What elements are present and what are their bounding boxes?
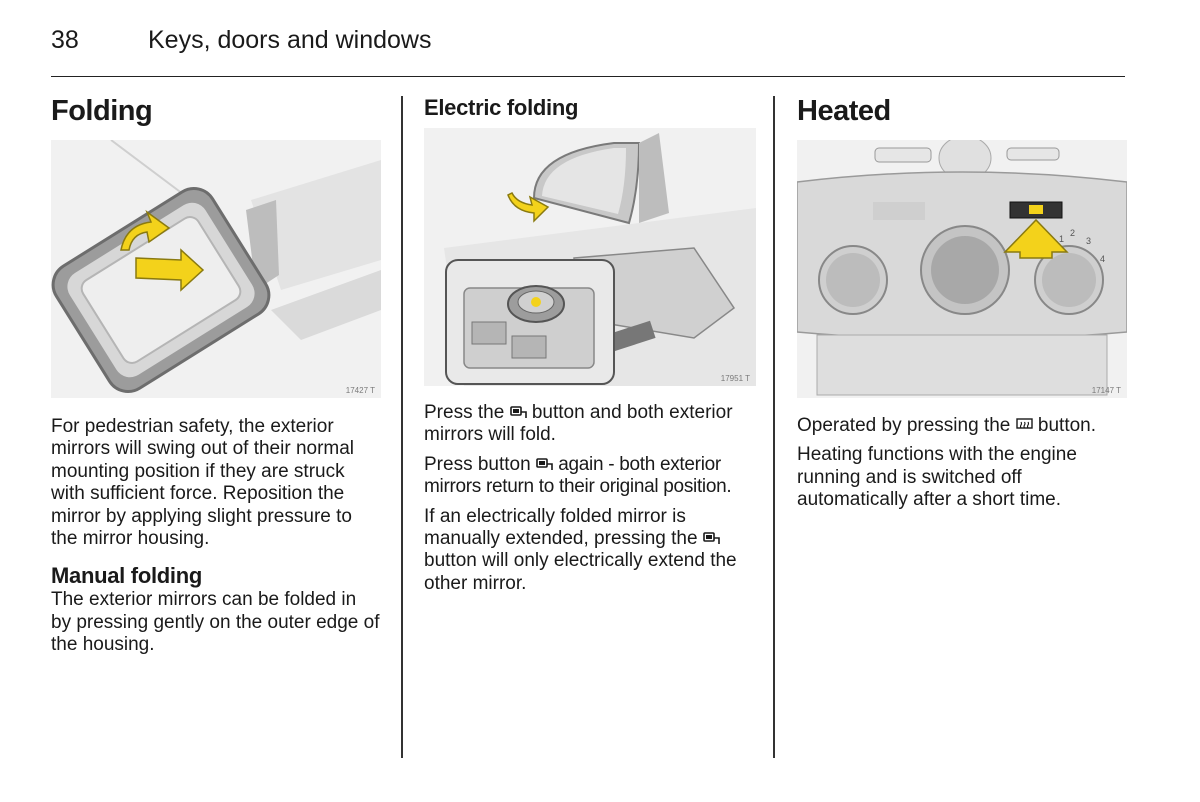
mirror-fold-illustration: 17427 T: [51, 140, 381, 398]
paragraph: Press button again - both exterior mirro…: [424, 454, 756, 499]
section-heading: Electric folding: [424, 95, 579, 120]
mirror-fold-icon: [703, 529, 720, 545]
electric-fold-illustration: 17951 T: [424, 128, 756, 386]
paragraph-text: Operated by pressing the: [797, 415, 1011, 436]
mirror-fold-icon: [509, 403, 527, 418]
figure-code: 17951 T: [720, 374, 750, 383]
mirror-fold-icon: [536, 455, 553, 470]
paragraph: Operated by pressing the button.: [797, 415, 1127, 437]
dial-scale-3: 3: [1086, 236, 1091, 246]
page-number: 38: [51, 26, 79, 54]
heated-section: Heated 1 2 3 4 17147 T Operated by press…: [797, 92, 1127, 512]
column-divider: [401, 96, 403, 758]
section-heading: Folding: [51, 95, 153, 127]
section-heading: Heated: [797, 95, 891, 127]
dial-scale-2: 2: [1070, 228, 1075, 238]
page-header: 38 Keys, doors and windows: [51, 24, 1125, 77]
paragraph: Heating functions with the engine runnin…: [797, 444, 1077, 511]
column-divider: [773, 96, 775, 758]
paragraph-text: button will only electrically extend the…: [424, 550, 737, 594]
heated-mirror-icon: [1015, 416, 1033, 430]
paragraph-text: If an electrically folded mirror is manu…: [424, 505, 698, 550]
paragraph: The exterior mirrors can be folded in by…: [51, 589, 380, 656]
electric-folding-section: Electric folding 17951 T Press the butto…: [424, 92, 756, 595]
subheading: Manual folding: [51, 563, 203, 589]
dial-scale-1: 1: [1059, 234, 1064, 244]
paragraph: If an electrically folded mirror is manu…: [424, 506, 756, 596]
paragraph-text: again - both exterior mirrors return to …: [424, 453, 732, 498]
figure-code: 17427 T: [345, 386, 375, 395]
climate-panel-illustration: 1 2 3 4 17147 T: [797, 140, 1127, 398]
figure-code: 17147 T: [1091, 386, 1121, 395]
folding-section: Folding 17427 T For pedestrian safety, t…: [51, 92, 381, 657]
paragraph-text: Press button: [424, 453, 531, 475]
dial-scale-4: 4: [1100, 254, 1105, 264]
paragraph: For pedestrian safety, the exterior mirr…: [51, 416, 355, 550]
chapter-title: Keys, doors and windows: [148, 26, 432, 54]
paragraph-text: Press the: [424, 402, 505, 423]
paragraph-text: button and both exterior mirrors will fo…: [424, 402, 733, 446]
paragraph: Press the button and both exterior mirro…: [424, 402, 756, 447]
paragraph-text: button.: [1037, 415, 1097, 436]
